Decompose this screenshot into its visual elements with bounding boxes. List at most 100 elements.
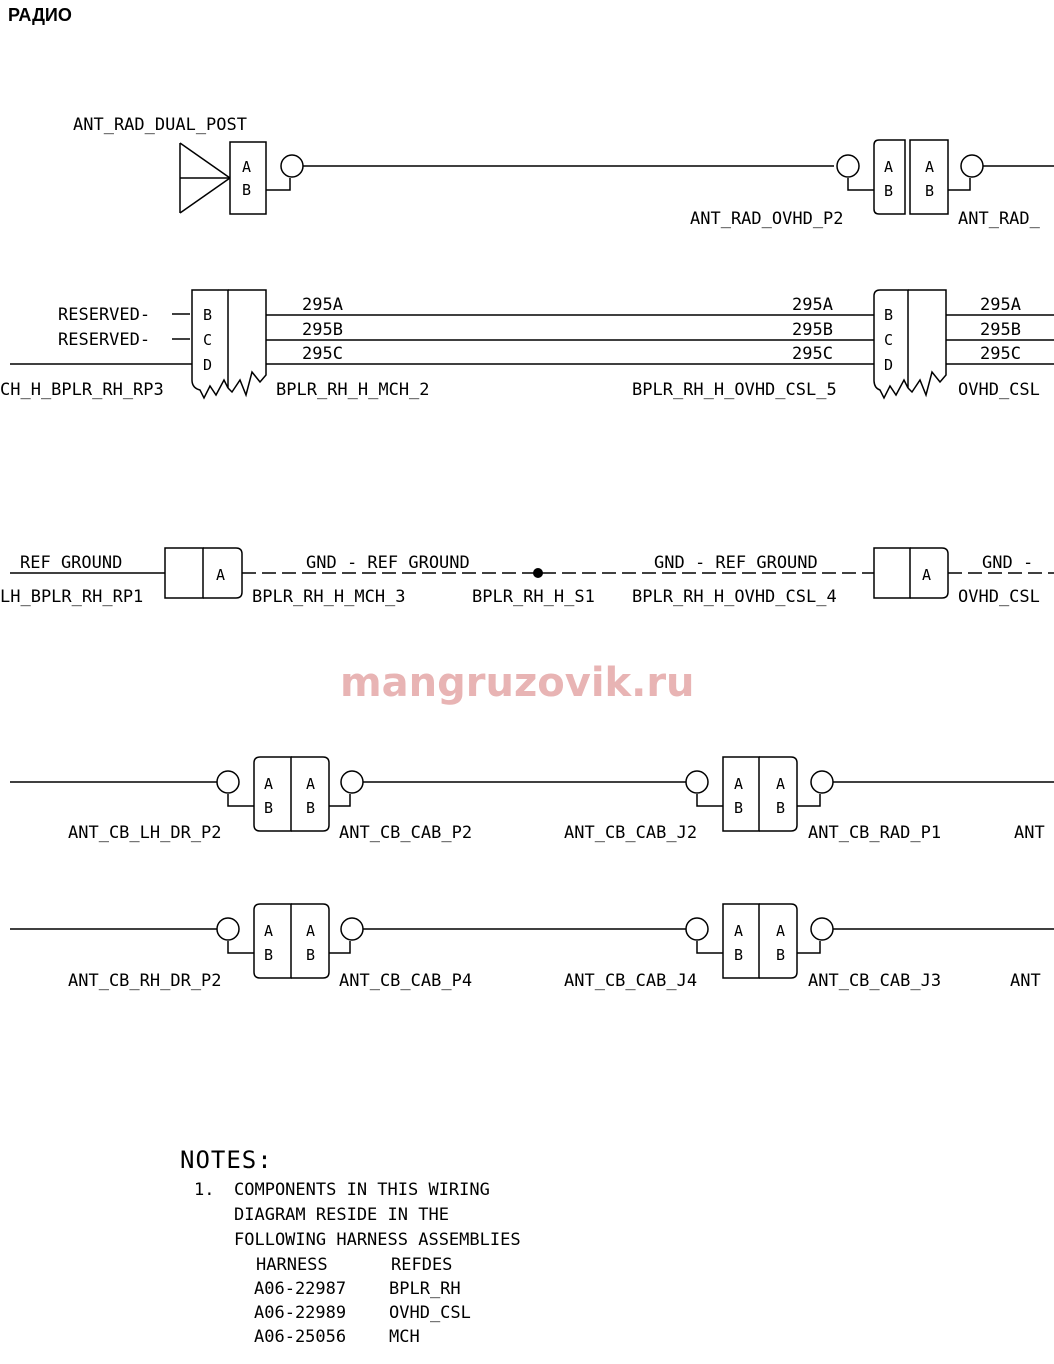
coax-shield-icon — [329, 770, 364, 807]
splice-dot — [533, 568, 543, 578]
label-ant-rad-dual-post: ANT_RAD_DUAL_POST — [73, 115, 247, 135]
wire-label-295b: 295B — [980, 320, 1021, 340]
wire-label-295a: 295A — [302, 295, 343, 315]
pin-a: A — [264, 775, 273, 793]
label-reserved: RESERVED- — [58, 305, 150, 325]
pin-b: B — [264, 946, 273, 964]
label-bplr-rh-h-mch-3: BPLR_RH_H_MCH_3 — [252, 587, 406, 607]
label-ant-cb-cab-j4: ANT_CB_CAB_J4 — [564, 971, 697, 991]
notes-line: 1. COMPONENTS IN THIS WIRING — [180, 1178, 521, 1203]
refdes: BPLR_RH — [389, 1279, 461, 1299]
label-ant: ANT — [1014, 823, 1045, 843]
connector-ant-cb-cab-j2 — [722, 756, 798, 832]
pin-b: B — [203, 306, 212, 324]
notes-line: FOLLOWING HARNESS ASSEMBLIES — [180, 1228, 521, 1253]
wire-label-295c: 295C — [792, 344, 833, 364]
col-refdes: REFDES — [391, 1255, 453, 1275]
connector-bplr-rh-h-mch-3 — [164, 547, 243, 599]
harness-table-row: A06-22989 OVHD_CSL — [180, 1301, 521, 1325]
label-bplr-rh-rp3: CH_H_BPLR_RH_RP3 — [0, 380, 164, 400]
pin-a: A — [922, 566, 931, 584]
note-number: 1. — [194, 1180, 215, 1200]
pin-b: B — [734, 799, 743, 817]
refdes: OVHD_CSL — [389, 1303, 471, 1323]
pin-b: B — [884, 306, 893, 324]
label-ovhd-csl: OVHD_CSL — [958, 587, 1040, 607]
pin-a: A — [306, 775, 315, 793]
pin-a: A — [216, 566, 225, 584]
antenna-symbol — [179, 142, 231, 214]
pin-b: B — [925, 182, 934, 200]
notes-block: NOTES: 1. COMPONENTS IN THIS WIRING DIAGR… — [180, 1146, 521, 1349]
watermark: mangruzovik.ru — [340, 660, 695, 706]
label-ant-rad: ANT_RAD_ — [958, 209, 1041, 229]
label-gnd: GND - — [982, 553, 1033, 573]
coax-shield-icon — [797, 770, 834, 807]
coax-shield-icon — [797, 917, 834, 954]
label-gnd-ref-ground: GND - REF GROUND — [654, 553, 818, 573]
pin-a: A — [925, 158, 934, 176]
label-ant-cb-rh-dr-p2: ANT_CB_RH_DR_P2 — [68, 971, 222, 991]
coax-shield-icon — [685, 917, 723, 954]
pin-a: A — [264, 922, 273, 940]
note-text: FOLLOWING HARNESS ASSEMBLIES — [234, 1230, 521, 1250]
pin-b: B — [884, 182, 893, 200]
notes-line: DIAGRAM RESIDE IN THE — [180, 1203, 521, 1228]
label-ant-rad-ovhd-p2: ANT_RAD_OVHD_P2 — [690, 209, 844, 229]
label-ant-cb-cab-p2: ANT_CB_CAB_P2 — [339, 823, 472, 843]
wire-label-295a: 295A — [980, 295, 1021, 315]
pin-a: A — [306, 922, 315, 940]
label-reserved: RESERVED- — [58, 330, 150, 350]
label-ant-cb-lh-dr-p2: ANT_CB_LH_DR_P2 — [68, 823, 222, 843]
pin-c: C — [203, 331, 212, 349]
pin-b: B — [264, 799, 273, 817]
coax-shield-icon — [329, 917, 364, 954]
wire-label-295c: 295C — [302, 344, 343, 364]
label-ant: ANT — [1010, 971, 1041, 991]
harness-number: A06-25056 — [254, 1327, 347, 1347]
refdes: MCH — [389, 1327, 420, 1347]
note-text: COMPONENTS IN THIS WIRING — [234, 1180, 490, 1200]
label-bplr-rh-h-ovhd-csl-4: BPLR_RH_H_OVHD_CSL_4 — [632, 587, 837, 607]
harness-number: A06-22989 — [254, 1303, 347, 1323]
pin-b: B — [776, 799, 785, 817]
coax-shield-icon — [216, 917, 254, 954]
label-bplr-rh-h-ovhd-csl-5: BPLR_RH_H_OVHD_CSL_5 — [632, 380, 837, 400]
connector-ant-cb-lh-dr-p2 — [253, 756, 330, 832]
label-bplr-rh-h-mch-2: BPLR_RH_H_MCH_2 — [276, 380, 430, 400]
wire-label-295b: 295B — [792, 320, 833, 340]
wires-295 — [266, 314, 874, 365]
reserved-leads — [172, 313, 190, 340]
pin-a: A — [776, 922, 785, 940]
pin-b: B — [306, 799, 315, 817]
coax-shield-icon — [948, 154, 984, 191]
connector-ant-cb-cab-j4 — [722, 903, 798, 979]
pin-b: B — [734, 946, 743, 964]
connector-ant-cb-rh-dr-p2 — [253, 903, 330, 979]
page-title: РАДИО — [8, 5, 72, 25]
connector-bplr-rh-h-mch-2 — [191, 289, 267, 400]
label-ant-cb-rad-p1: ANT_CB_RAD_P1 — [808, 823, 941, 843]
coax-shield-icon — [836, 154, 874, 191]
pin-c: C — [884, 331, 893, 349]
connector-bplr-rh-h-ovhd-csl-5 — [873, 289, 947, 400]
pin-a: A — [734, 775, 743, 793]
pin-a: A — [734, 922, 743, 940]
connector-bplr-rh-h-ovhd-csl-4 — [873, 547, 949, 599]
pin-b: B — [776, 946, 785, 964]
pin-d: D — [203, 356, 212, 374]
notes-title: NOTES: — [180, 1146, 273, 1174]
label-ant-cb-cab-j2: ANT_CB_CAB_J2 — [564, 823, 697, 843]
connector-ant-rad-ovhd-p2 — [873, 139, 949, 215]
pin-b: B — [242, 181, 251, 199]
coax-shield-icon — [685, 770, 723, 807]
harness-table-row: A06-25056 MCH — [180, 1325, 521, 1349]
pin-a: A — [884, 158, 893, 176]
wire-label-295b: 295B — [302, 320, 343, 340]
label-ovhd-csl: OVHD_CSL — [958, 380, 1040, 400]
pin-d: D — [884, 356, 893, 374]
label-bplr-rh-rp1: LH_BPLR_RH_RP1 — [0, 587, 143, 607]
